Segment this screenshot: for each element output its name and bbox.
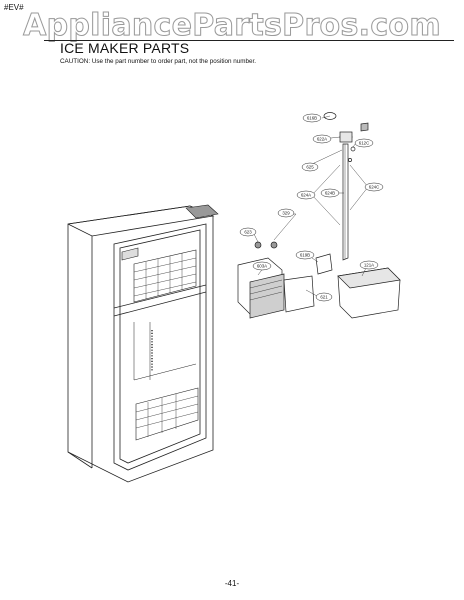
label-329: 329 [282, 211, 290, 216]
label-619b: 619B [300, 253, 310, 258]
label-622a: 622A [317, 137, 327, 142]
refrigerator-cabinet-drawing [67, 204, 219, 483]
label-623: 623 [244, 230, 252, 235]
ice-maker-parts-drawing [237, 112, 401, 319]
label-625: 625 [306, 165, 314, 170]
label-624c: 624C [369, 185, 380, 190]
page-number: -41- [224, 579, 240, 588]
label-612c: 612C [359, 141, 370, 146]
label-624a: 624A [301, 193, 311, 198]
caution-note: CAUTION: Use the part number to order pa… [60, 58, 256, 65]
label-621: 621 [320, 295, 328, 300]
revision-mark: #EV# [4, 3, 24, 12]
label-624b: 624B [325, 191, 335, 196]
label-603a: 603A [257, 264, 267, 269]
watermark-logo: AppliancePartsPros.com [23, 8, 441, 44]
header-rule [44, 40, 454, 41]
section-title: ICE MAKER PARTS [60, 40, 190, 56]
label-616b: 616B [307, 116, 317, 121]
label-121a: 121A [364, 263, 374, 268]
part-callout-labels: 616B 622A 612C 625 624A 624B 624C 329 62… [239, 113, 384, 302]
